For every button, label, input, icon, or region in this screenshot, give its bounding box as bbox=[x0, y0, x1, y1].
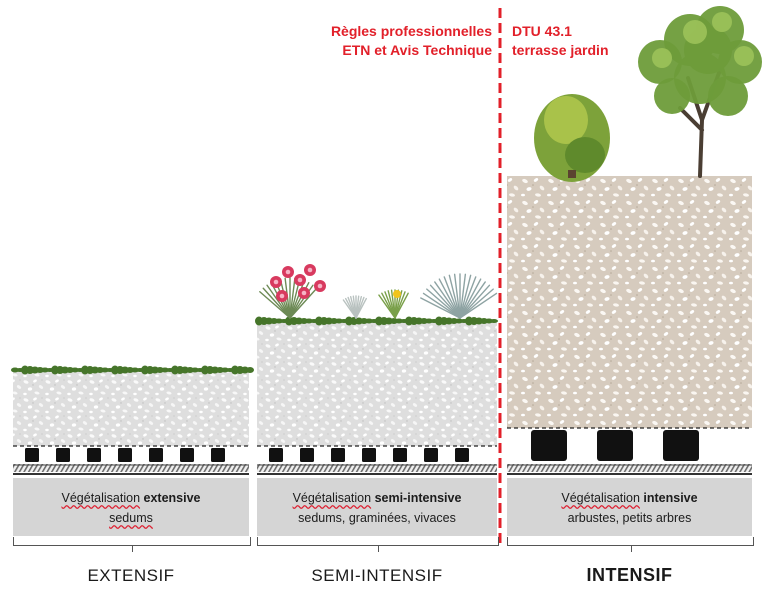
red-flower-center bbox=[285, 269, 291, 275]
shrub-highlight bbox=[544, 96, 588, 144]
blue-grass-blade bbox=[438, 278, 461, 319]
base-subtitle: sedums bbox=[109, 511, 153, 525]
note-left-line2: ETN et Avis Technique bbox=[342, 42, 492, 58]
blue-grass-blade bbox=[420, 297, 461, 319]
drainage-cell bbox=[362, 448, 376, 462]
base-title-rest: intensive bbox=[639, 491, 698, 505]
tree-foliage bbox=[654, 78, 690, 114]
shrub-shadow bbox=[565, 137, 605, 173]
base-title-rest: semi-intensive bbox=[371, 491, 462, 505]
blue-grass-blade bbox=[422, 292, 461, 319]
blue-grass-blade bbox=[459, 281, 486, 319]
drainage-cell bbox=[87, 448, 101, 462]
perennial-stem bbox=[289, 279, 306, 319]
tree-foliage-highlight bbox=[712, 12, 732, 32]
base-title-word: Végétalisation bbox=[561, 491, 640, 505]
perennial-stem bbox=[266, 284, 291, 319]
base-subtitle: arbustes, petits arbres bbox=[567, 511, 692, 525]
base-semi-intensif: Végétalisation semi-intensive sedums, gr… bbox=[257, 478, 497, 536]
sedum-cushion bbox=[246, 367, 254, 373]
drainage-cell bbox=[25, 448, 39, 462]
label-extensif: EXTENSIF bbox=[87, 566, 175, 585]
note-right-line2: terrasse jardin bbox=[512, 42, 609, 58]
substrate-layer bbox=[257, 322, 497, 446]
tree-foliage-highlight bbox=[734, 46, 754, 66]
base-intensif: Végétalisation intensive arbustes, petit… bbox=[507, 478, 752, 536]
tree-foliage-highlight bbox=[652, 48, 672, 68]
red-flower-center bbox=[307, 267, 313, 273]
bracket-intensif bbox=[507, 537, 754, 552]
drainage-cell bbox=[56, 448, 70, 462]
blue-grass-blade bbox=[453, 273, 461, 319]
drainage-cell bbox=[455, 448, 469, 462]
red-flower-center bbox=[297, 277, 303, 283]
blue-grass-blade bbox=[429, 284, 461, 319]
drainage-cell bbox=[424, 448, 438, 462]
drainage-cell bbox=[597, 430, 633, 461]
note-left-line1: Règles professionnelles bbox=[330, 23, 492, 39]
grass-blade bbox=[394, 292, 409, 319]
perennial-stem bbox=[289, 277, 296, 319]
tree-foliage bbox=[708, 76, 748, 116]
note-dtu: DTU 43.1 terrasse jardin bbox=[512, 22, 609, 60]
blue-grass-blade bbox=[426, 288, 461, 319]
note-regles-professionnelles: Règles professionnelles ETN et Avis Tech… bbox=[331, 22, 492, 60]
grey-grass-blade bbox=[355, 297, 368, 319]
blue-grass-blade bbox=[459, 276, 477, 319]
base-title-word: Végétalisation bbox=[292, 491, 372, 505]
protection-layer bbox=[257, 464, 497, 472]
bracket-semi-intensif bbox=[257, 537, 499, 552]
perennial-stem bbox=[289, 287, 318, 319]
base-title-word: Végétalisation bbox=[61, 491, 141, 505]
drainage-cell bbox=[149, 448, 163, 462]
drainage-cell bbox=[663, 430, 699, 461]
blue-grass-blade bbox=[459, 274, 472, 319]
sedum-cushion bbox=[490, 319, 498, 323]
blue-grass-blade bbox=[443, 276, 461, 319]
base-title-rest: extensive bbox=[140, 491, 201, 505]
drainage-cell bbox=[531, 430, 567, 461]
label-intensif: INTENSIF bbox=[586, 565, 673, 585]
yellow-flower bbox=[393, 290, 401, 298]
drainage-cell bbox=[300, 448, 314, 462]
drainage-cell bbox=[180, 448, 194, 462]
blue-grass-blade bbox=[459, 273, 467, 319]
bracket-extensif bbox=[13, 537, 251, 552]
drainage-cell bbox=[393, 448, 407, 462]
base-extensif: Végétalisation extensive sedums bbox=[13, 478, 249, 536]
drainage-cell bbox=[331, 448, 345, 462]
blue-grass-blade bbox=[459, 288, 494, 319]
protection-layer bbox=[13, 464, 249, 472]
red-flower-center bbox=[317, 283, 323, 289]
blue-grass-blade bbox=[459, 292, 498, 319]
perennial-stem bbox=[259, 291, 291, 319]
blue-grass-blade bbox=[434, 281, 461, 319]
blue-grass-blade bbox=[448, 274, 461, 319]
drainage-cell bbox=[269, 448, 283, 462]
label-semi-intensif: SEMI-INTENSIF bbox=[311, 566, 443, 585]
protection-layer bbox=[507, 464, 752, 472]
tree-foliage-highlight bbox=[683, 20, 707, 44]
red-flower-center bbox=[279, 293, 285, 299]
base-subtitle: sedums, graminées, vivaces bbox=[298, 511, 456, 525]
substrate-layer bbox=[507, 176, 752, 428]
blue-grass-blade bbox=[459, 284, 491, 319]
shrub-trunk bbox=[568, 170, 576, 178]
note-right-line1: DTU 43.1 bbox=[512, 23, 572, 39]
drainage-cell bbox=[211, 448, 225, 462]
perennial-stem bbox=[262, 287, 291, 319]
drainage-cell bbox=[118, 448, 132, 462]
substrate-layer bbox=[13, 371, 249, 446]
blue-grass-blade bbox=[459, 278, 482, 319]
red-flower-center bbox=[301, 290, 307, 296]
red-flower-center bbox=[273, 279, 279, 285]
